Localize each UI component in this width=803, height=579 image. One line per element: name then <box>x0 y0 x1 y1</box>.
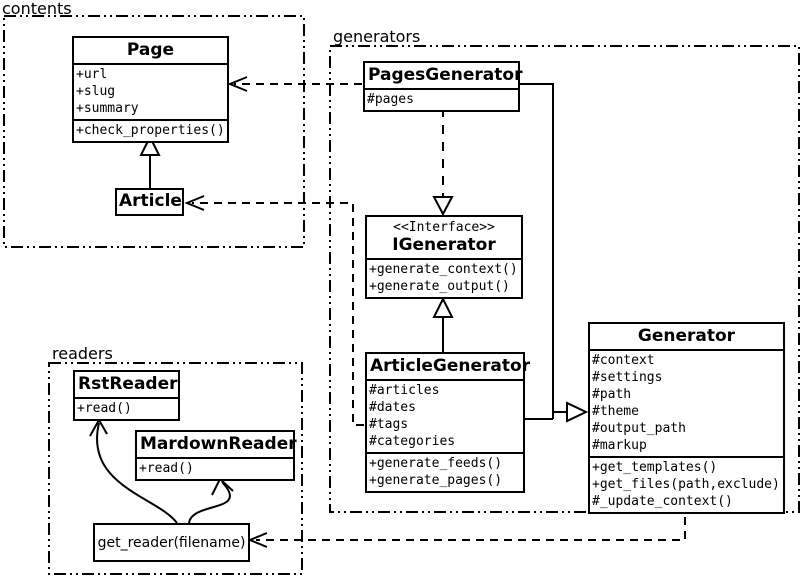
methods-section: +check_properties() <box>74 119 227 141</box>
package-label-contents: contents <box>2 0 72 18</box>
dependency-pagesgenerator-to-page <box>227 76 362 92</box>
class-igenerator: <<Interface>> IGenerator +generate_conte… <box>365 215 523 299</box>
attribute-row: #output_path <box>592 421 686 436</box>
attribute-row: #settings <box>592 370 663 385</box>
dependency-generator-to-getreader <box>247 503 686 548</box>
method-row: +get_templates() <box>592 460 718 475</box>
method-row: +read() <box>139 461 194 476</box>
class-article: Article <box>115 188 184 216</box>
methods-section: +read() <box>137 457 293 479</box>
methods-section: +generate_feeds() +generate_pages() <box>367 452 523 491</box>
method-row: +read() <box>77 401 132 416</box>
package-frame-readers <box>48 362 303 575</box>
method-row: +get_files(path,exclude) <box>592 477 780 492</box>
attribute-row: +summary <box>76 101 139 116</box>
method-row: +check_properties() <box>76 123 225 138</box>
hollow-triangle-icon <box>566 401 589 423</box>
package-frame-generators <box>329 45 800 513</box>
class-title: Article <box>119 191 182 211</box>
class-mardown-reader: MardownReader +read() <box>135 430 297 481</box>
attributes-section: #context #settings #path #theme #output_… <box>590 349 783 456</box>
realization-pagesgenerator-to-igenerator <box>432 108 454 217</box>
attribute-row: #pages <box>367 92 414 107</box>
method-row: +generate_context() <box>369 262 518 277</box>
attributes-section: #articles #dates #tags #categories <box>367 379 523 452</box>
generalization-articlegenerator-to-igenerator <box>432 296 454 352</box>
class-title: MardownReader <box>140 434 297 454</box>
function-label: get_reader(filename) <box>97 534 246 551</box>
attribute-row: +url <box>76 67 108 82</box>
class-generator: Generator #context #settings #path #them… <box>588 322 785 514</box>
association-getreader-to-mardownreader <box>188 477 234 524</box>
class-pages-generator: PagesGenerator #pages <box>363 61 523 112</box>
method-row: +generate_feeds() <box>369 456 503 471</box>
attribute-row: #theme <box>592 404 639 419</box>
methods-section: +get_templates() +get_files(path,exclude… <box>590 456 783 512</box>
class-rst-reader: RstReader +read() <box>73 370 180 421</box>
method-row: +generate_pages() <box>369 473 503 488</box>
attribute-row: #dates <box>369 400 416 415</box>
attributes-section: #pages <box>365 88 518 110</box>
class-stereotype: <<Interface>> <box>393 220 495 235</box>
generalization-article-to-page <box>139 134 161 188</box>
attribute-row: #context <box>592 353 655 368</box>
open-arrowhead-icon <box>184 195 205 211</box>
class-title: ArticleGenerator <box>370 356 531 376</box>
methods-section: +read() <box>75 397 178 419</box>
method-row: #_update_context() <box>592 494 733 509</box>
method-row: +generate_output() <box>369 279 510 294</box>
class-title: IGenerator <box>392 235 496 255</box>
attribute-row: #path <box>592 387 632 402</box>
package-frame-contents <box>3 15 305 248</box>
hollow-triangle-icon <box>432 296 454 318</box>
class-title: PagesGenerator <box>368 65 523 85</box>
class-title: RstReader <box>78 374 178 394</box>
open-arrowhead-icon <box>227 76 248 92</box>
hollow-triangle-icon <box>139 134 161 156</box>
attribute-row: #articles <box>369 383 440 398</box>
class-title: Generator <box>637 326 736 346</box>
function-get-reader: get_reader(filename) <box>93 523 250 562</box>
attribute-row: #markup <box>592 438 647 453</box>
generalization-generators-to-generator <box>519 83 589 423</box>
hollow-triangle-icon <box>432 196 454 217</box>
attribute-row: +slug <box>76 84 116 99</box>
open-arrowhead-icon <box>247 532 268 548</box>
dependency-articlegenerator-to-article <box>184 195 364 426</box>
attribute-row: #categories <box>369 434 456 449</box>
methods-section: +generate_context() +generate_output() <box>367 258 521 297</box>
class-page: Page +url +slug +summary +check_properti… <box>72 36 229 143</box>
package-label-generators: generators <box>333 27 421 46</box>
attribute-row: #tags <box>369 417 409 432</box>
package-label-readers: readers <box>52 344 113 363</box>
class-title: Page <box>126 40 175 60</box>
class-article-generator: ArticleGenerator #articles #dates #tags … <box>365 352 531 493</box>
attributes-section: +url +slug +summary <box>74 63 227 119</box>
